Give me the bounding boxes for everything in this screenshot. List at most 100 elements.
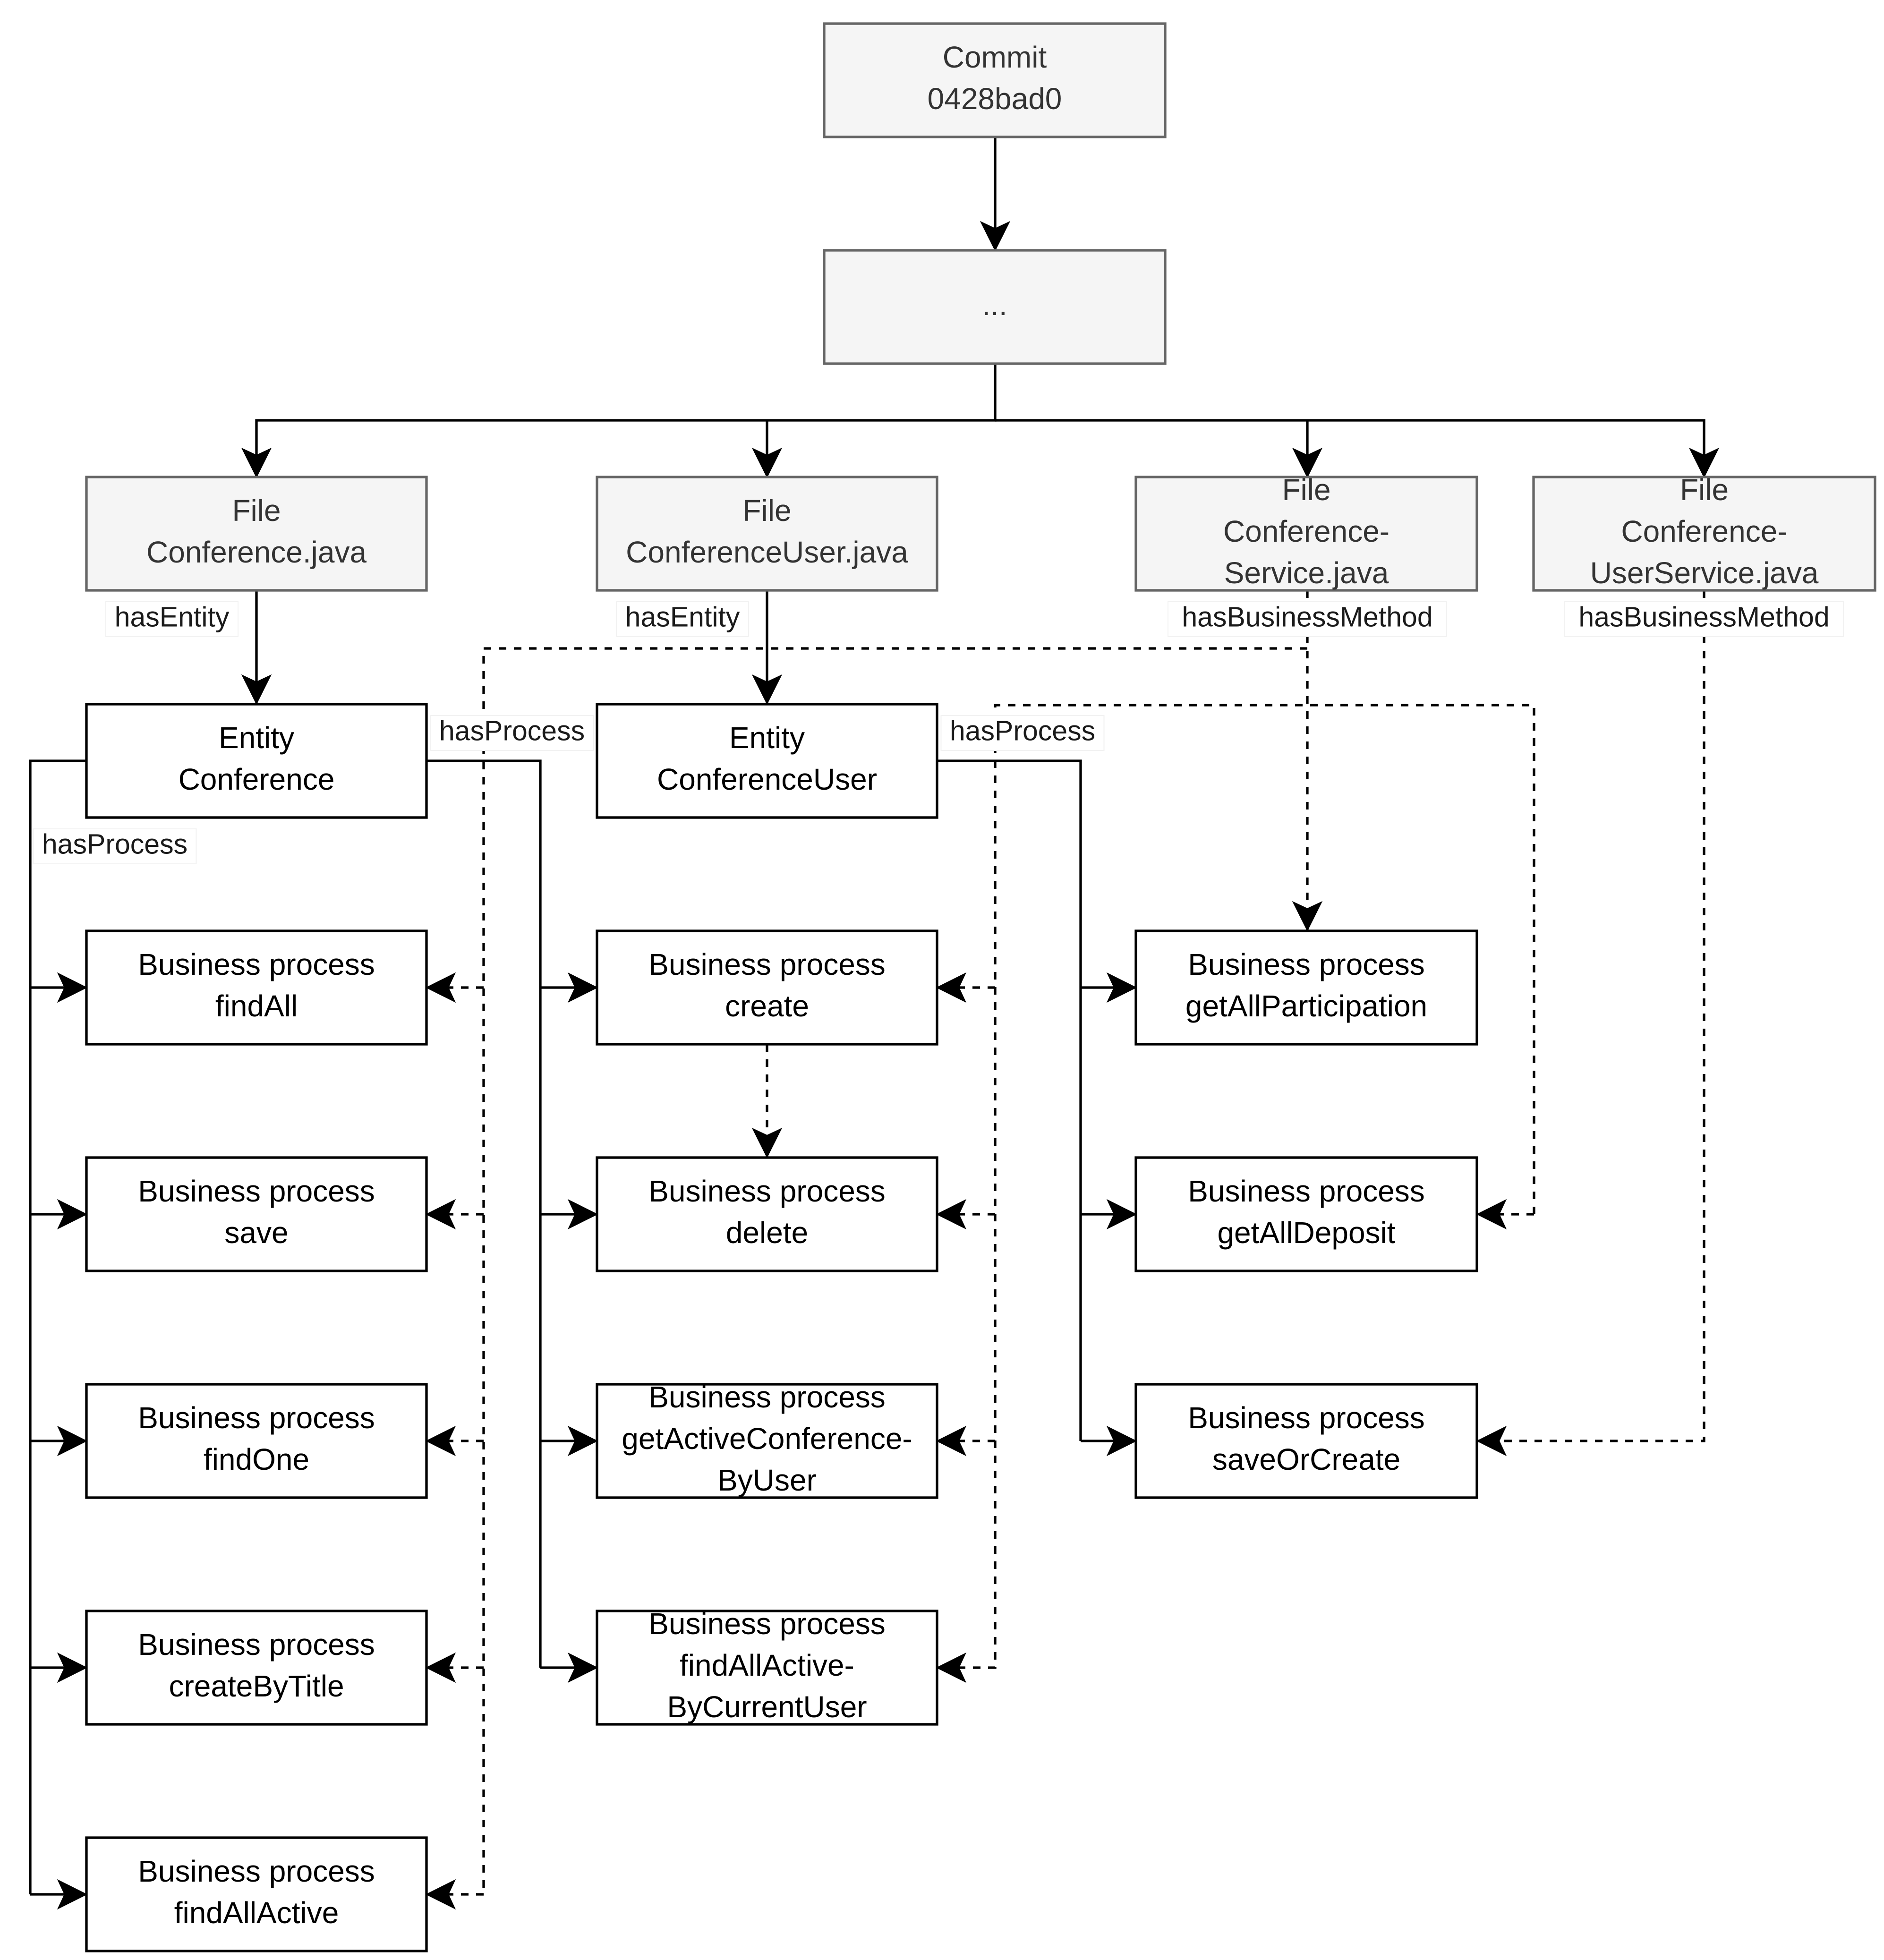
node-label-line: Business process bbox=[138, 1401, 375, 1435]
edge-label-text: hasBusinessMethod bbox=[1578, 602, 1829, 633]
arrowhead-createbytitle-right bbox=[425, 1652, 456, 1683]
node-box bbox=[596, 476, 938, 592]
node-label-line: File bbox=[1282, 473, 1330, 507]
bp-create-node[interactable]: Business process create bbox=[596, 929, 938, 1046]
edge-dashed-userservice-to-saveorcreate bbox=[1477, 590, 1705, 1442]
node-box bbox=[85, 1610, 428, 1726]
node-label-line: Business process bbox=[648, 1607, 886, 1641]
node-label-line: findAllActive bbox=[174, 1896, 339, 1930]
node-label-line: findAllActive- bbox=[680, 1648, 854, 1682]
arrowhead-create-right bbox=[936, 972, 967, 1003]
arrowhead-file-conferenceuserservice bbox=[1688, 447, 1720, 478]
node-label-line: Business process bbox=[648, 1174, 886, 1208]
node-box bbox=[1532, 476, 1876, 592]
arrowhead-findall-right bbox=[425, 972, 456, 1003]
node-label-line: ConferenceUser bbox=[657, 762, 877, 796]
arrowhead-findallactive-left bbox=[57, 1879, 88, 1910]
node-label-line: Business process bbox=[138, 947, 375, 981]
node-label-line: Business process bbox=[648, 1380, 886, 1414]
edge-entity-conference-right-bus bbox=[426, 759, 542, 1668]
label-hasprocess-conference-left: hasProcess bbox=[33, 828, 197, 864]
bp-findone-node[interactable]: Business process findOne bbox=[85, 1383, 428, 1499]
edge-label-text: hasBusinessMethod bbox=[1182, 602, 1432, 633]
node-box bbox=[1134, 1156, 1478, 1272]
node-label-line: Business process bbox=[138, 1174, 375, 1208]
bp-getallparticipation-node[interactable]: Business process getAllParticipation bbox=[1134, 929, 1478, 1046]
arrowhead-file-conferenceuser bbox=[751, 447, 783, 478]
arrowhead-findallactivebycu-left bbox=[567, 1652, 598, 1683]
arrowhead-create-left bbox=[567, 972, 598, 1003]
edge-dashed-service-to-left-column bbox=[482, 647, 1307, 1894]
arrowhead-entity-conference bbox=[241, 674, 272, 705]
edge-dashed-userservice-loop bbox=[937, 704, 1535, 1669]
edge-label-background bbox=[430, 715, 594, 751]
bp-findallactivebycurrentuser-node[interactable]: Business processfindAllActive-ByCurrentU… bbox=[596, 1607, 938, 1726]
node-box bbox=[1134, 476, 1478, 592]
arrowhead-save-left bbox=[57, 1199, 88, 1230]
edge-label-text: hasProcess bbox=[42, 829, 188, 860]
node-box bbox=[1134, 1383, 1478, 1499]
edge-label-text: hasEntity bbox=[625, 602, 740, 633]
node-label-line: Conference.java bbox=[146, 535, 367, 569]
label-hasprocess-conferenceuser: hasProcess bbox=[940, 715, 1105, 751]
bp-findallactive-node[interactable]: Business process findAllActive bbox=[85, 1836, 428, 1952]
node-label-line: create bbox=[725, 989, 809, 1023]
arrowhead-participation-top bbox=[1292, 901, 1323, 932]
node-label-line: ByUser bbox=[717, 1463, 817, 1497]
arrowhead-delete-right bbox=[936, 1199, 967, 1230]
arrowhead-ellipsis bbox=[980, 221, 1011, 252]
arrowhead-delete-left bbox=[567, 1199, 598, 1230]
arrowhead-findall-left bbox=[57, 972, 88, 1003]
ellipsis-node[interactable]: ... bbox=[823, 249, 1167, 365]
arrowhead-findallactive-right bbox=[425, 1879, 456, 1910]
edge-label-background bbox=[33, 828, 197, 864]
arrowhead-findone-right bbox=[425, 1425, 456, 1457]
arrowhead-save-right bbox=[425, 1199, 456, 1230]
arrowhead-findallactivebycu-right bbox=[936, 1652, 967, 1683]
node-label-line: Service.java bbox=[1224, 556, 1389, 590]
edge-label-background bbox=[1564, 601, 1844, 637]
node-label-line: Business process bbox=[648, 947, 886, 981]
arrowhead-saveorcreate-left bbox=[1106, 1425, 1137, 1457]
arrowhead-getactive-right bbox=[936, 1425, 967, 1457]
label-hasentity-conferenceuser: hasEntity bbox=[616, 601, 749, 637]
label-hasbusinessmethod-userservice: hasBusinessMethod bbox=[1564, 601, 1844, 637]
node-label-line: Entity bbox=[219, 721, 294, 755]
node-box bbox=[85, 1383, 428, 1499]
edge-label-background bbox=[940, 715, 1105, 751]
label-hasprocess-conference-right: hasProcess bbox=[430, 715, 594, 751]
edge-label-background bbox=[616, 601, 749, 637]
edge-label-text: hasEntity bbox=[115, 602, 230, 633]
node-label-line: Business process bbox=[1188, 947, 1425, 981]
node-label-line: Business process bbox=[1188, 1174, 1425, 1208]
node-label-line: Entity bbox=[729, 721, 805, 755]
node-label-line: File bbox=[1680, 473, 1729, 507]
arrowhead-deposit-left bbox=[1106, 1199, 1137, 1230]
node-label-line: getActiveConference- bbox=[622, 1422, 912, 1456]
node-label-line: Business process bbox=[138, 1854, 375, 1888]
node-label-line: saveOrCreate bbox=[1212, 1442, 1400, 1476]
label-hasbusinessmethod-service: hasBusinessMethod bbox=[1168, 601, 1447, 637]
node-label-line: getAllParticipation bbox=[1185, 989, 1427, 1023]
bp-getactiveconferencebyuser-node[interactable]: Business process getActiveConference- ByUs… bbox=[596, 1380, 938, 1499]
arrowhead-saveorcreate-right bbox=[1476, 1425, 1507, 1457]
node-label-line: findOne bbox=[204, 1442, 309, 1476]
edge-label-text: hasProcess bbox=[950, 716, 1095, 747]
node-box bbox=[823, 22, 1167, 138]
node-label-line: ... bbox=[982, 288, 1007, 322]
